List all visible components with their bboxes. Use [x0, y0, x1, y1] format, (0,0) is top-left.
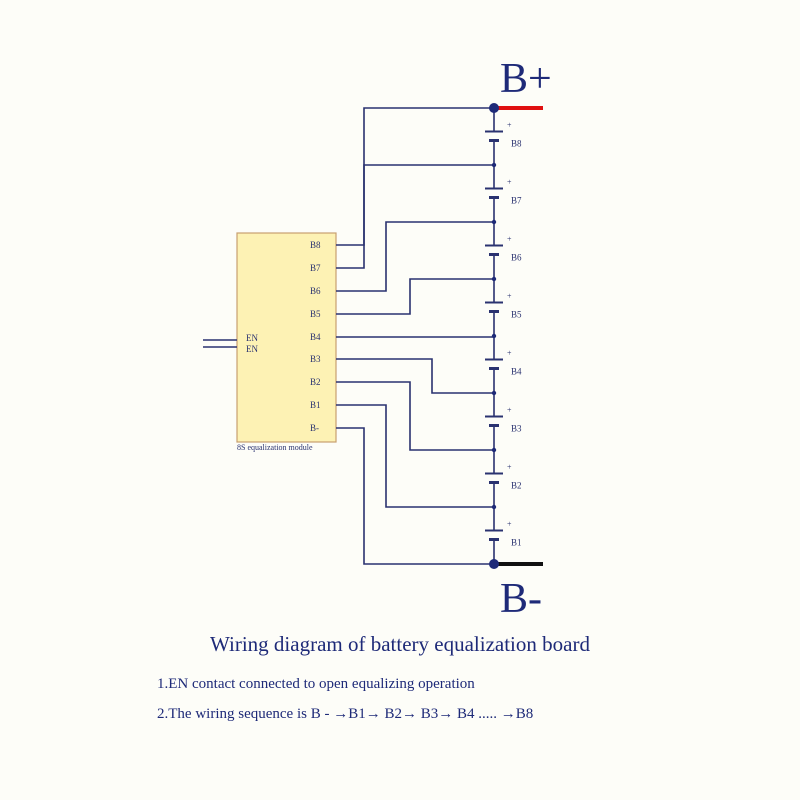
junction-nodes	[489, 103, 499, 569]
balance-wire	[336, 404, 494, 508]
balance-wire	[336, 278, 494, 315]
negative-terminal-label: B-	[500, 576, 542, 622]
cell-polarity-sign: +	[507, 235, 512, 244]
cell-label: B7	[511, 196, 522, 206]
module-pin-label: B3	[310, 354, 321, 364]
equalization-module	[236, 232, 337, 443]
cell-label: B8	[511, 139, 522, 149]
note-en-contact: 1.EN contact connected to open equalizin…	[157, 676, 475, 692]
balance-wires	[336, 107, 494, 565]
module-name: 8S equalization module	[237, 443, 313, 452]
cell-polarity-sign: +	[507, 349, 512, 358]
cell-polarity-sign: +	[507, 520, 512, 529]
note-wiring-sequence: 2.The wiring sequence is B - →B1→ B2→ B3…	[157, 706, 534, 722]
cell-label: B5	[511, 310, 522, 320]
cell-polarity-sign: +	[507, 463, 512, 472]
junction-node	[491, 276, 497, 282]
cell-label: B1	[511, 538, 522, 548]
terminal-node	[489, 559, 499, 569]
cell-polarity-sign: +	[507, 121, 512, 130]
module-pin-label: B1	[310, 400, 321, 410]
balance-wire	[336, 381, 494, 451]
balance-wire	[336, 107, 494, 246]
module-pin-label: B2	[310, 377, 321, 387]
junction-node	[491, 447, 497, 453]
balance-wire	[336, 358, 494, 394]
cell-polarity-sign: +	[507, 292, 512, 301]
junction-node	[491, 333, 497, 339]
terminal-node	[489, 103, 499, 113]
en-label-1: EN	[246, 333, 258, 343]
positive-terminal-label: B+	[500, 56, 552, 102]
cell-label: B2	[511, 481, 522, 491]
diagram-caption: Wiring diagram of battery equalization b…	[210, 632, 590, 656]
cell-polarity-sign: +	[507, 406, 512, 415]
module-pin-label: B6	[310, 286, 321, 296]
module-pin-label: B5	[310, 309, 321, 319]
junction-node	[491, 162, 497, 168]
junction-node	[491, 504, 497, 510]
balance-wire	[336, 427, 494, 565]
cell-polarity-sign: +	[507, 178, 512, 187]
balance-wire	[336, 164, 494, 269]
balance-wire	[336, 221, 494, 292]
battery-stack: + B8 + B7 + B6 + B5 + B4 + B3 + B2 + B1	[485, 106, 543, 566]
cell-label: B4	[511, 367, 522, 377]
cell-label: B3	[511, 424, 522, 434]
junction-node	[491, 219, 497, 225]
cell-label: B6	[511, 253, 522, 263]
module-pin-label: B8	[310, 240, 321, 250]
junction-node	[491, 390, 497, 396]
en-label-2: EN	[246, 344, 258, 354]
module-pin-label: B-	[310, 423, 319, 433]
module-pin-label: B7	[310, 263, 321, 273]
module-pin-label: B4	[310, 332, 321, 342]
